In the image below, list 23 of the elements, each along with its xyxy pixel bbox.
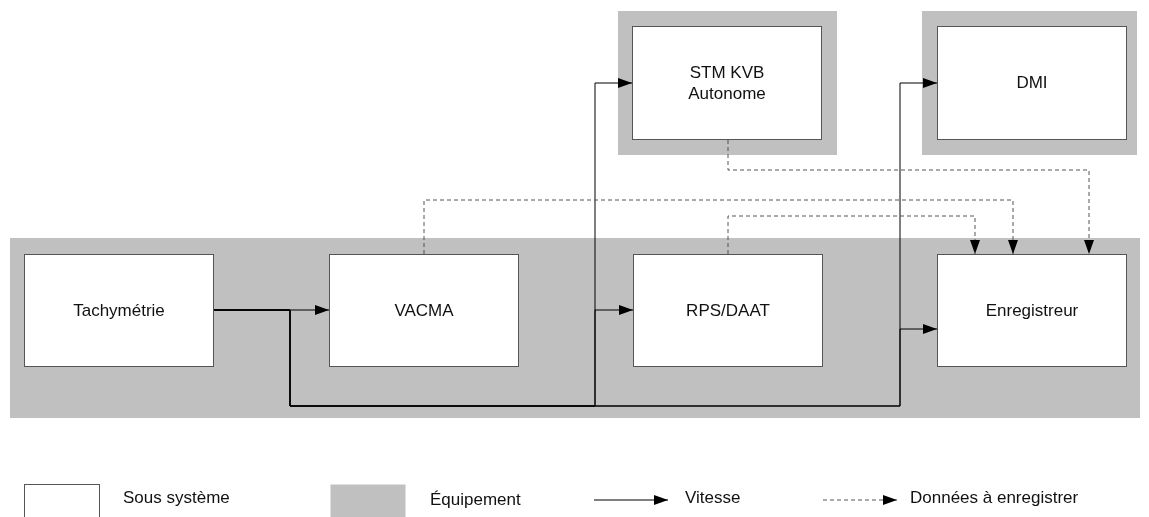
equipment-frame	[922, 11, 1137, 155]
box-label: Tachymétrie	[73, 299, 165, 322]
legend-label: Sous système	[123, 488, 230, 508]
legend-label: Données à enregistrer	[910, 488, 1079, 508]
subsystem-box	[329, 254, 519, 367]
subsystem-box	[937, 26, 1127, 140]
dashed-arrow	[727, 139, 1094, 255]
dashed-arrow	[423, 199, 1018, 255]
dashed-arrow	[727, 215, 980, 255]
subsystem-box	[24, 254, 214, 367]
subsystem-box	[632, 26, 822, 140]
arrow	[213, 309, 938, 407]
legend-label: Équipement	[430, 490, 521, 510]
box-label: STM KVB Autonome	[687, 61, 767, 105]
equipment-frame	[10, 238, 1140, 418]
subsystem-box	[937, 254, 1127, 367]
box-label: RPS/DAAT	[686, 299, 770, 322]
subsystem-box	[633, 254, 823, 367]
box-label: VACMA	[394, 299, 454, 322]
equipment-frame	[618, 11, 837, 155]
box-label: Enregistreur	[985, 299, 1079, 322]
legend-label: Vitesse	[685, 488, 741, 508]
box-label: DMI	[1016, 72, 1048, 94]
